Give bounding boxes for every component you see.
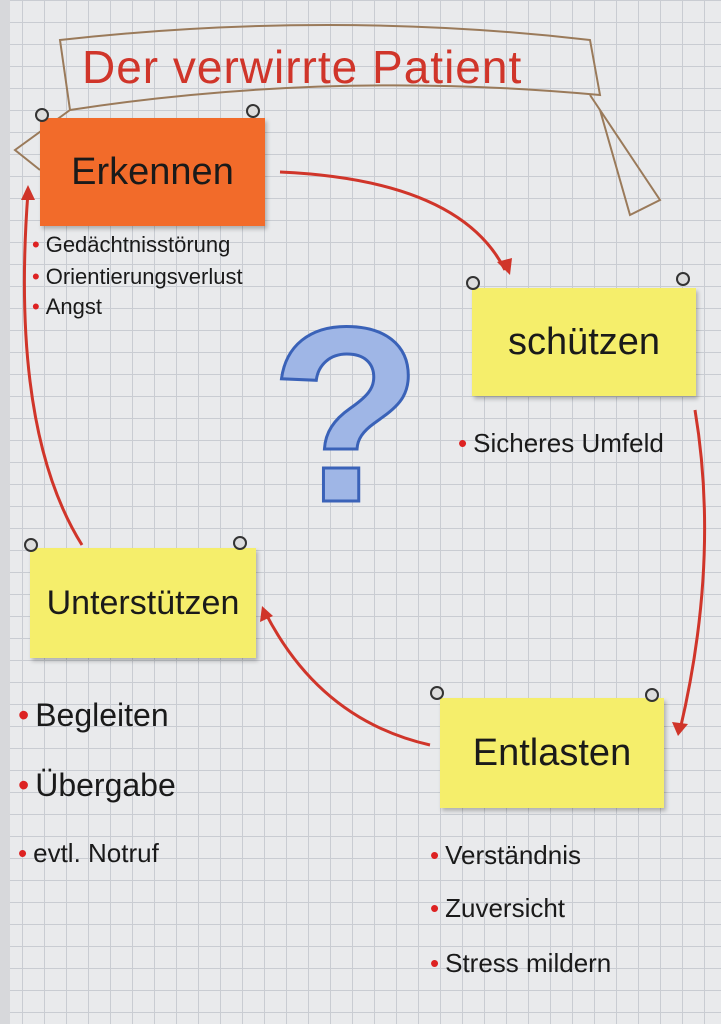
pin-icon [676, 272, 690, 286]
arrow-erkennen-to-schuetzen [279, 170, 507, 271]
bullet-item: Orientierungsverlust [32, 264, 243, 290]
title-banner [58, 24, 602, 112]
question-mark: ? [269, 275, 425, 554]
bullet-item: Verständnis [430, 840, 581, 871]
pin-icon [35, 108, 49, 122]
arrow-head [672, 722, 688, 736]
card-unterstuetzen: Unterstützen [30, 548, 256, 658]
bullet-item: Gedächtnisstörung [32, 232, 231, 258]
page-title: Der verwirrte Patient [82, 41, 523, 93]
pin-icon [430, 686, 444, 700]
arrow-head [260, 606, 273, 622]
card-label: Erkennen [71, 150, 234, 193]
card-schuetzen: schützen [472, 288, 696, 396]
card-label: Entlasten [472, 731, 632, 774]
bullet-item: Begleiten [18, 697, 168, 734]
arrow-head [21, 185, 35, 200]
bullet-item: Zuversicht [430, 893, 565, 924]
pin-icon [466, 276, 480, 290]
banner-tail-right [589, 94, 662, 217]
card-erkennen: Erkennen [40, 118, 265, 226]
pin-icon [246, 104, 260, 118]
pin-icon [645, 688, 659, 702]
pin-icon [24, 538, 38, 552]
bullet-item: evtl. Notruf [18, 838, 159, 869]
card-entlasten: Entlasten [440, 698, 664, 808]
arrow-head [497, 258, 512, 275]
arrow-entlasten-to-unterstuetzen [263, 611, 431, 747]
card-label: Unterstützen [46, 583, 240, 622]
arrow-unterstuetzen-to-erkennen [22, 191, 84, 546]
arrow-schuetzen-to-entlasten [678, 409, 707, 731]
card-label: schützen [507, 320, 661, 363]
bullet-item: Sicheres Umfeld [458, 428, 664, 459]
bullet-item: Angst [32, 294, 102, 320]
bullet-item: Stress mildern [430, 948, 611, 979]
pin-icon [233, 536, 247, 550]
bullet-item: Übergabe [18, 767, 176, 804]
paper-edge [0, 0, 10, 1024]
